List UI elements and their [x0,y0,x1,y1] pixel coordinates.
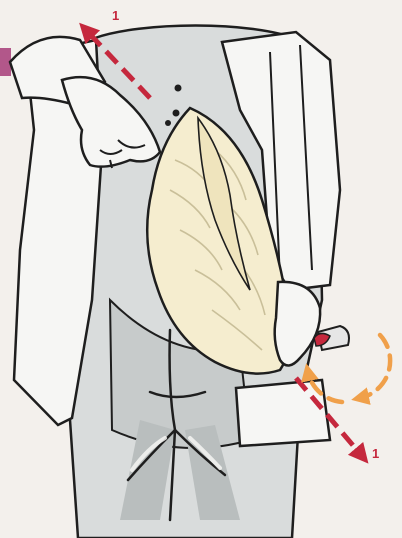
step-label-up: 1 [112,8,119,23]
step-label-down: 1 [372,446,379,461]
